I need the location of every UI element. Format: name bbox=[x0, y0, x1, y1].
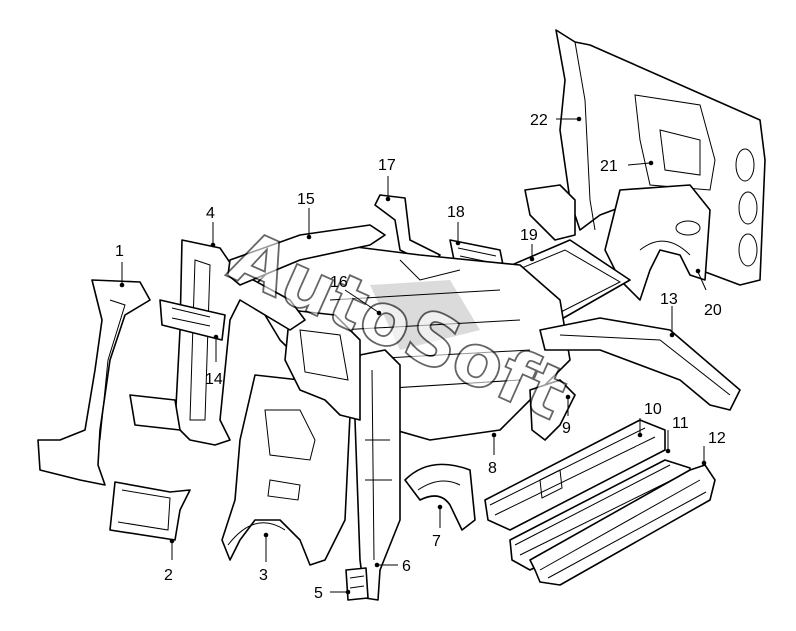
part-16-b-pillar bbox=[284, 309, 361, 421]
part-22-rear-wall bbox=[524, 29, 766, 286]
callout-20: 20 bbox=[704, 302, 722, 319]
callout-7: 7 bbox=[432, 533, 441, 550]
part-2-lower-plate bbox=[109, 481, 191, 541]
callout-3: 3 bbox=[259, 567, 268, 584]
part-11-cross-member bbox=[509, 459, 691, 571]
callout-13: 13 bbox=[660, 291, 678, 308]
callout-1: 1 bbox=[115, 243, 124, 260]
callout-19: 19 bbox=[520, 227, 538, 244]
callout-9: 9 bbox=[562, 420, 571, 437]
callout-22: 22 bbox=[530, 112, 548, 129]
callouts: 1 2 3 4 5 6 7 8 9 10 11 12 13 bbox=[115, 112, 726, 602]
callout-15: 15 bbox=[297, 191, 315, 208]
part-15-roof-bar bbox=[227, 224, 386, 286]
part-6-pillar bbox=[354, 349, 401, 601]
part-9-bracket bbox=[529, 379, 576, 441]
callout-16: 16 bbox=[330, 274, 348, 291]
part-3-side-panel bbox=[221, 374, 351, 566]
callout-6: 6 bbox=[402, 558, 411, 575]
callout-18: 18 bbox=[447, 204, 465, 221]
part-5-plate bbox=[345, 567, 369, 601]
part-14-bracket bbox=[159, 299, 226, 341]
callout-5: 5 bbox=[314, 585, 323, 602]
part-12-cross-member bbox=[529, 464, 716, 586]
callout-10: 10 bbox=[644, 401, 662, 418]
callout-11: 11 bbox=[672, 415, 689, 432]
callout-12: 12 bbox=[708, 430, 726, 447]
part-13-side-rail bbox=[539, 317, 741, 411]
callout-14: 14 bbox=[205, 371, 223, 388]
callout-17: 17 bbox=[378, 157, 396, 174]
callout-8: 8 bbox=[488, 460, 497, 477]
part-1-a-pillar bbox=[37, 279, 151, 486]
callout-4: 4 bbox=[206, 205, 215, 222]
callout-21: 21 bbox=[600, 158, 618, 175]
callout-2: 2 bbox=[164, 567, 173, 584]
part-7-wheel-arch bbox=[404, 463, 476, 531]
